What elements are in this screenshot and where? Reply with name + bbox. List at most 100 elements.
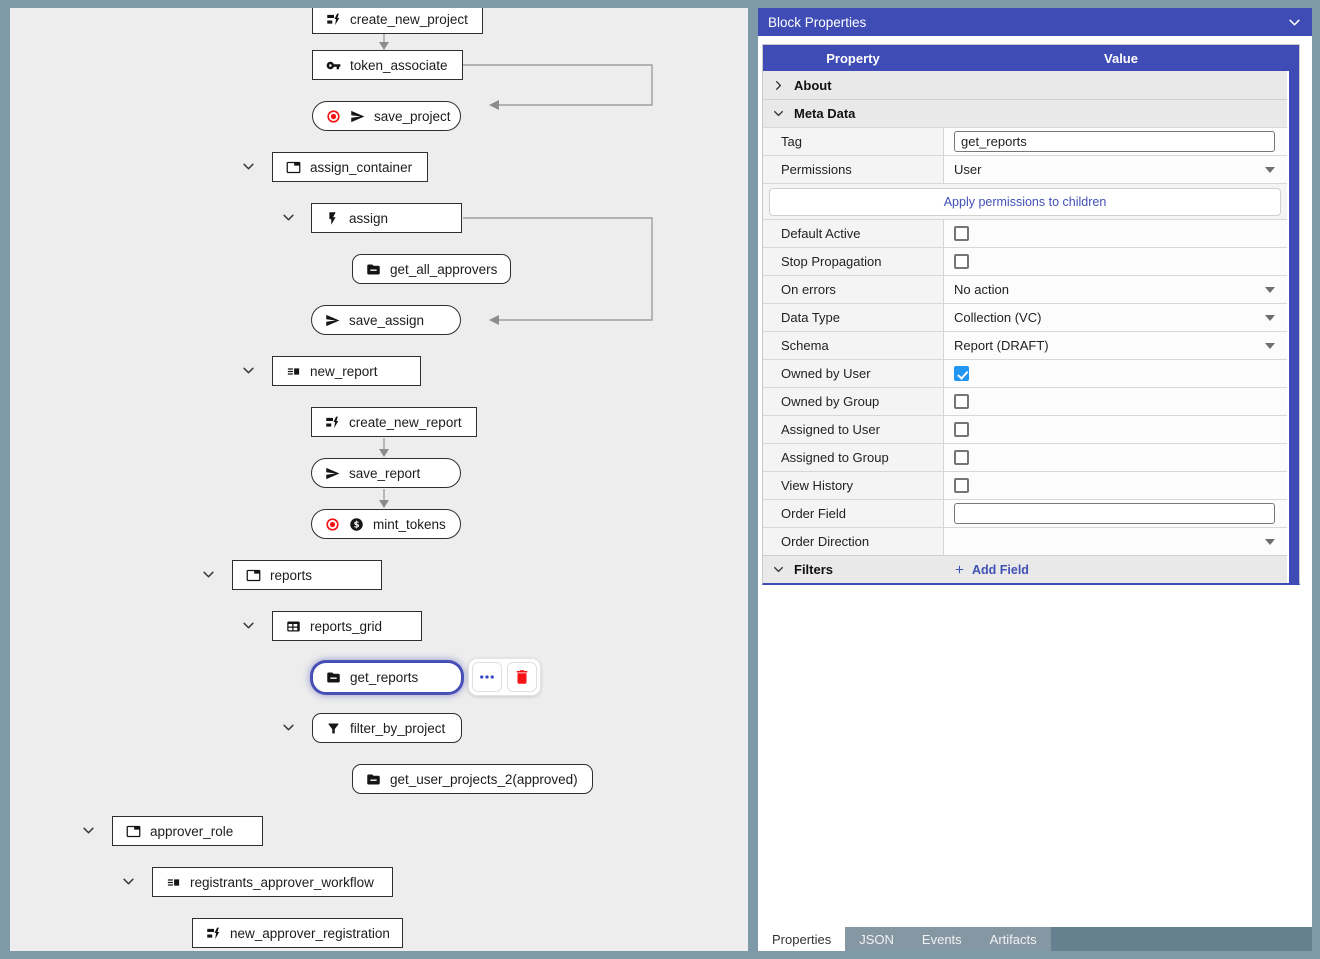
block-new-approver-registration[interactable]: new_approver_registration (192, 918, 403, 948)
expand-chevron-icon[interactable] (81, 823, 96, 838)
block-create-new-project[interactable]: create_new_project (312, 8, 483, 34)
owned-by-group-checkbox[interactable] (954, 394, 969, 409)
selected-value: Collection (VC) (954, 310, 1042, 325)
block-filter-by-project[interactable]: filter_by_project (312, 713, 462, 743)
block-token-associate[interactable]: token_associate (312, 50, 463, 80)
selected-value: No action (954, 282, 1009, 297)
expand-chevron-icon[interactable] (241, 363, 256, 378)
block-label: get_reports (350, 670, 419, 685)
block-get-reports[interactable]: get_reports (312, 662, 462, 693)
block-new-report[interactable]: new_report (272, 356, 421, 386)
folder-icon (326, 670, 341, 685)
block-save-assign[interactable]: save_assign (311, 305, 461, 335)
send-icon (325, 466, 340, 481)
section-label: Meta Data (794, 106, 856, 121)
field-label: Assigned to Group (763, 444, 943, 471)
block-label: create_new_project (350, 11, 468, 27)
folder-icon (366, 262, 381, 277)
tab-properties[interactable]: Properties (758, 927, 846, 951)
row-view-history: View History (763, 471, 1287, 499)
property-column-header: Property (826, 50, 880, 66)
assigned-to-user-checkbox[interactable] (954, 422, 969, 437)
container-icon (286, 160, 301, 175)
assigned-to-group-checkbox[interactable] (954, 450, 969, 465)
block-label: filter_by_project (350, 720, 446, 736)
block-label: reports_grid (310, 618, 383, 634)
collapse-chevron-icon[interactable] (1287, 15, 1302, 30)
permissions-select[interactable]: User (943, 156, 1287, 183)
row-stop-propagation: Stop Propagation (763, 247, 1287, 275)
section-filters[interactable]: Filters Add Field (763, 555, 1287, 583)
row-permissions: Permissions User (763, 155, 1287, 183)
table-scrollbar[interactable] (1289, 45, 1299, 583)
tag-input[interactable] (954, 131, 1275, 152)
expand-chevron-icon[interactable] (281, 720, 296, 735)
send-icon (350, 109, 365, 124)
data-type-select[interactable]: Collection (VC) (943, 304, 1287, 331)
sidebar-icon (286, 364, 301, 379)
dropdown-arrow-icon (1265, 287, 1275, 293)
block-get-all-approvers[interactable]: get_all_approvers (352, 254, 511, 284)
row-data-type: Data Type Collection (VC) (763, 303, 1287, 331)
block-label: save_report (349, 465, 421, 481)
table-header: Property Value (763, 45, 1299, 71)
block-reports[interactable]: reports (232, 560, 382, 590)
on-errors-select[interactable]: No action (943, 276, 1287, 303)
block-save-project[interactable]: save_project (312, 101, 461, 131)
add-field-button[interactable]: Add Field (953, 563, 1029, 577)
block-label: reports (270, 567, 313, 583)
block-assign-container[interactable]: assign_container (272, 152, 428, 182)
block-get-user-projects-2[interactable]: get_user_projects_2(approved) (352, 764, 593, 794)
block-label: mint_tokens (373, 516, 446, 532)
block-registrants-approver-workflow[interactable]: registrants_approver_workflow (152, 867, 393, 897)
row-owned-by-group: Owned by Group (763, 387, 1287, 415)
row-order-direction: Order Direction (763, 527, 1287, 555)
expand-chevron-icon[interactable] (281, 210, 296, 225)
field-label: Owned by Group (763, 388, 943, 415)
folder-icon (366, 772, 381, 787)
row-on-errors: On errors No action (763, 275, 1287, 303)
schema-select[interactable]: Report (DRAFT) (943, 332, 1287, 359)
block-mint-tokens[interactable]: mint_tokens (311, 509, 461, 539)
block-reports-grid[interactable]: reports_grid (272, 611, 422, 641)
block-label: save_assign (349, 312, 425, 328)
default-active-checkbox[interactable] (954, 226, 969, 241)
block-label: new_report (310, 363, 378, 379)
row-schema: Schema Report (DRAFT) (763, 331, 1287, 359)
section-about[interactable]: About (763, 71, 1287, 99)
view-history-checkbox[interactable] (954, 478, 969, 493)
expand-chevron-icon[interactable] (241, 159, 256, 174)
more-options-button[interactable] (472, 662, 502, 692)
field-label: Data Type (763, 304, 943, 331)
stop-propagation-checkbox[interactable] (954, 254, 969, 269)
panel-header: Block Properties (758, 8, 1312, 36)
tab-artifacts[interactable]: Artifacts (975, 927, 1051, 951)
value-column-header: Value (1104, 50, 1138, 66)
order-field-input[interactable] (954, 503, 1275, 524)
block-assign[interactable]: assign (311, 203, 462, 233)
order-direction-select[interactable] (943, 528, 1287, 555)
block-save-report[interactable]: save_report (311, 458, 461, 488)
block-create-new-report[interactable]: create_new_report (311, 407, 477, 437)
field-label: Permissions (763, 156, 943, 183)
delete-block-button[interactable] (507, 662, 537, 692)
block-approver-role[interactable]: approver_role (112, 816, 263, 846)
block-label: approver_role (150, 823, 234, 839)
expand-chevron-icon[interactable] (201, 567, 216, 582)
container-icon (126, 824, 141, 839)
block-label: save_project (374, 108, 451, 124)
tab-events[interactable]: Events (907, 927, 976, 951)
apply-permissions-button[interactable]: Apply permissions to children (769, 188, 1281, 216)
expand-chevron-icon[interactable] (241, 618, 256, 633)
block-label: create_new_report (349, 414, 462, 430)
block-label: assign (349, 210, 389, 226)
row-owned-by-user: Owned by User (763, 359, 1287, 387)
expand-chevron-icon[interactable] (121, 874, 136, 889)
properties-panel: Block Properties Property Value About Me… (758, 8, 1312, 951)
section-meta-data[interactable]: Meta Data (763, 99, 1287, 127)
row-order-field: Order Field (763, 499, 1287, 527)
section-label: Filters (794, 562, 834, 577)
field-label: On errors (763, 276, 943, 303)
owned-by-user-checkbox[interactable] (954, 366, 969, 381)
tab-json[interactable]: JSON (845, 927, 908, 951)
